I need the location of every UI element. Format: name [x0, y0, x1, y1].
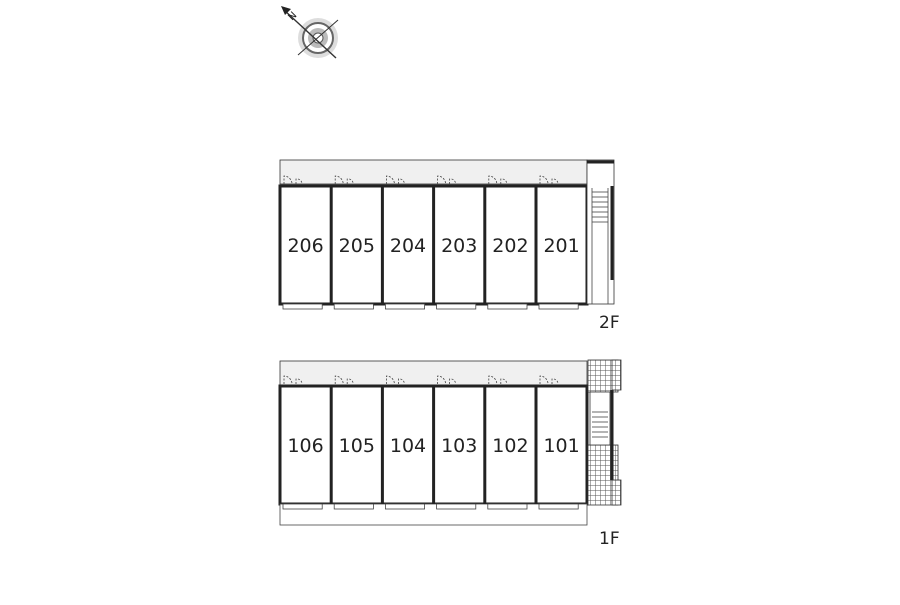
door-swing-icon [334, 175, 354, 185]
floor-1f: 106 105 104 103 102 101 [278, 359, 622, 526]
stairs-1f [587, 359, 622, 506]
north-arrow-compass-icon: N [281, 6, 339, 59]
room-102: 102 [483, 375, 529, 510]
window-sill [333, 503, 374, 510]
room-203: 203 [432, 175, 477, 310]
room-number: 103 [441, 435, 477, 457]
room-number: 205 [339, 235, 375, 257]
door-swing-icon [437, 175, 457, 185]
rooms-1f: 106 105 104 103 102 101 [282, 375, 580, 510]
door-swing-icon [488, 375, 508, 385]
window-sill [333, 303, 374, 310]
room-number: 206 [287, 235, 323, 257]
window-sill [436, 503, 477, 510]
window-sill [282, 503, 323, 510]
room-number: 202 [492, 235, 528, 257]
door-swing-icon [334, 375, 354, 385]
corridor-1f [279, 360, 588, 386]
door-swing-icon [539, 175, 559, 185]
floor-label-1f: 1F [599, 529, 620, 549]
stairs-2f [586, 159, 615, 305]
room-105: 105 [329, 375, 375, 510]
window-sill [538, 503, 579, 510]
floor-2f: 206 205 204 203 202 201 [278, 159, 615, 310]
room-101: 101 [534, 375, 580, 510]
window-sill [487, 303, 528, 310]
window-sill [384, 303, 425, 310]
corridor-2f [279, 159, 588, 185]
door-swing-icon [386, 175, 405, 185]
compass-north-label: N [286, 10, 299, 23]
window-sill [384, 503, 425, 510]
room-number: 105 [339, 435, 375, 457]
room-number: 101 [543, 435, 579, 457]
room-number: 204 [390, 235, 426, 257]
door-swing-icon [488, 175, 508, 185]
window-sill [487, 503, 528, 510]
room-103: 103 [432, 375, 477, 510]
room-number: 201 [543, 235, 579, 257]
door-swing-icon [283, 175, 303, 185]
window-sill [538, 303, 579, 310]
rooms-2f: 206 205 204 203 202 201 [282, 175, 580, 310]
room-number: 102 [492, 435, 528, 457]
door-swing-icon [386, 375, 405, 385]
room-number: 106 [287, 435, 323, 457]
room-104: 104 [380, 375, 426, 510]
room-106: 106 [282, 375, 324, 510]
window-sill [282, 303, 323, 310]
room-number: 104 [390, 435, 426, 457]
door-swing-icon [283, 375, 303, 385]
floor-label-2f: 2F [599, 313, 620, 333]
door-swing-icon [539, 375, 559, 385]
room-205: 205 [329, 175, 375, 310]
window-sill [436, 303, 477, 310]
room-204: 204 [380, 175, 426, 310]
room-206: 206 [282, 175, 324, 310]
door-swing-icon [437, 375, 457, 385]
room-202: 202 [483, 175, 529, 310]
room-201: 201 [534, 175, 580, 310]
room-number: 203 [441, 235, 477, 257]
